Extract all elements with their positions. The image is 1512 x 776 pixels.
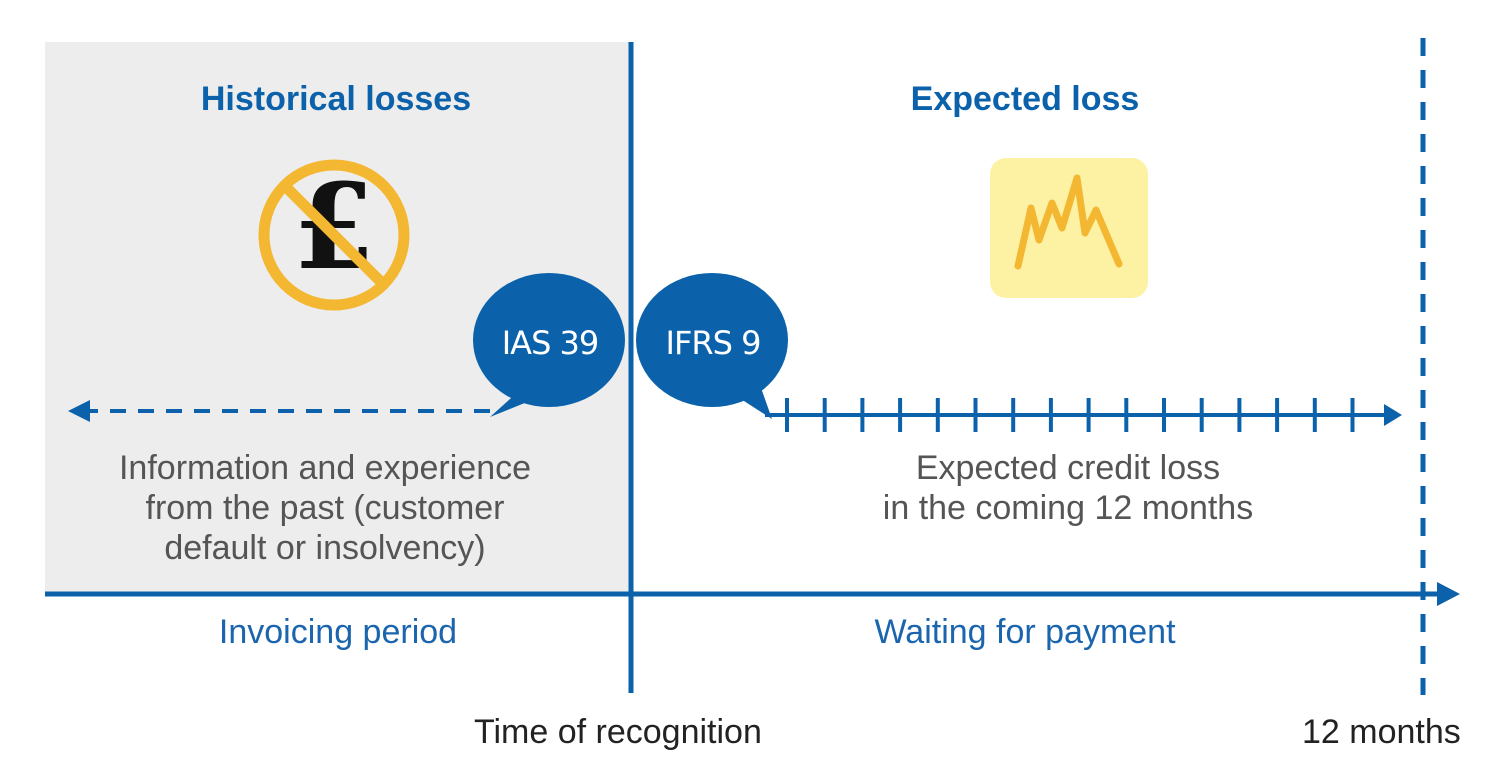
volatility-chart-icon [990,158,1148,298]
future-arrowhead [1384,404,1402,426]
invoicing-period-label: Invoicing period [218,613,458,651]
historical-description-line: from the past (customer [145,489,505,527]
ifrs9-label: IFRS 9 [665,324,762,362]
twelve-months-label: 12 months [1302,713,1461,751]
past-arrowhead [68,400,90,422]
svg-text:£: £ [293,157,375,296]
waiting-for-payment-label: Waiting for payment [874,613,1176,651]
expected-description-line: in the coming 12 months [882,489,1254,527]
time-of-recognition-label: Time of recognition [474,713,762,751]
main-timeline-arrowhead [1437,582,1460,606]
expected-description: Expected credit loss in the coming 12 mo… [883,448,1253,528]
historical-title: Historical losses [200,80,472,118]
expected-description-line: Expected credit loss [915,449,1221,487]
ias39-label: IAS 39 [501,324,600,362]
expected-title: Expected loss [910,80,1140,118]
historical-description-line: default or insolvency) [164,529,486,567]
historical-description-line: Information and experience [118,449,532,487]
future-arrow-ticks [785,398,1355,432]
no-pound-icon: £ [258,157,410,311]
ias39-bubble [473,273,625,417]
historical-description: Information and experience from the past… [119,448,531,568]
ifrs9-bubble [636,273,788,419]
